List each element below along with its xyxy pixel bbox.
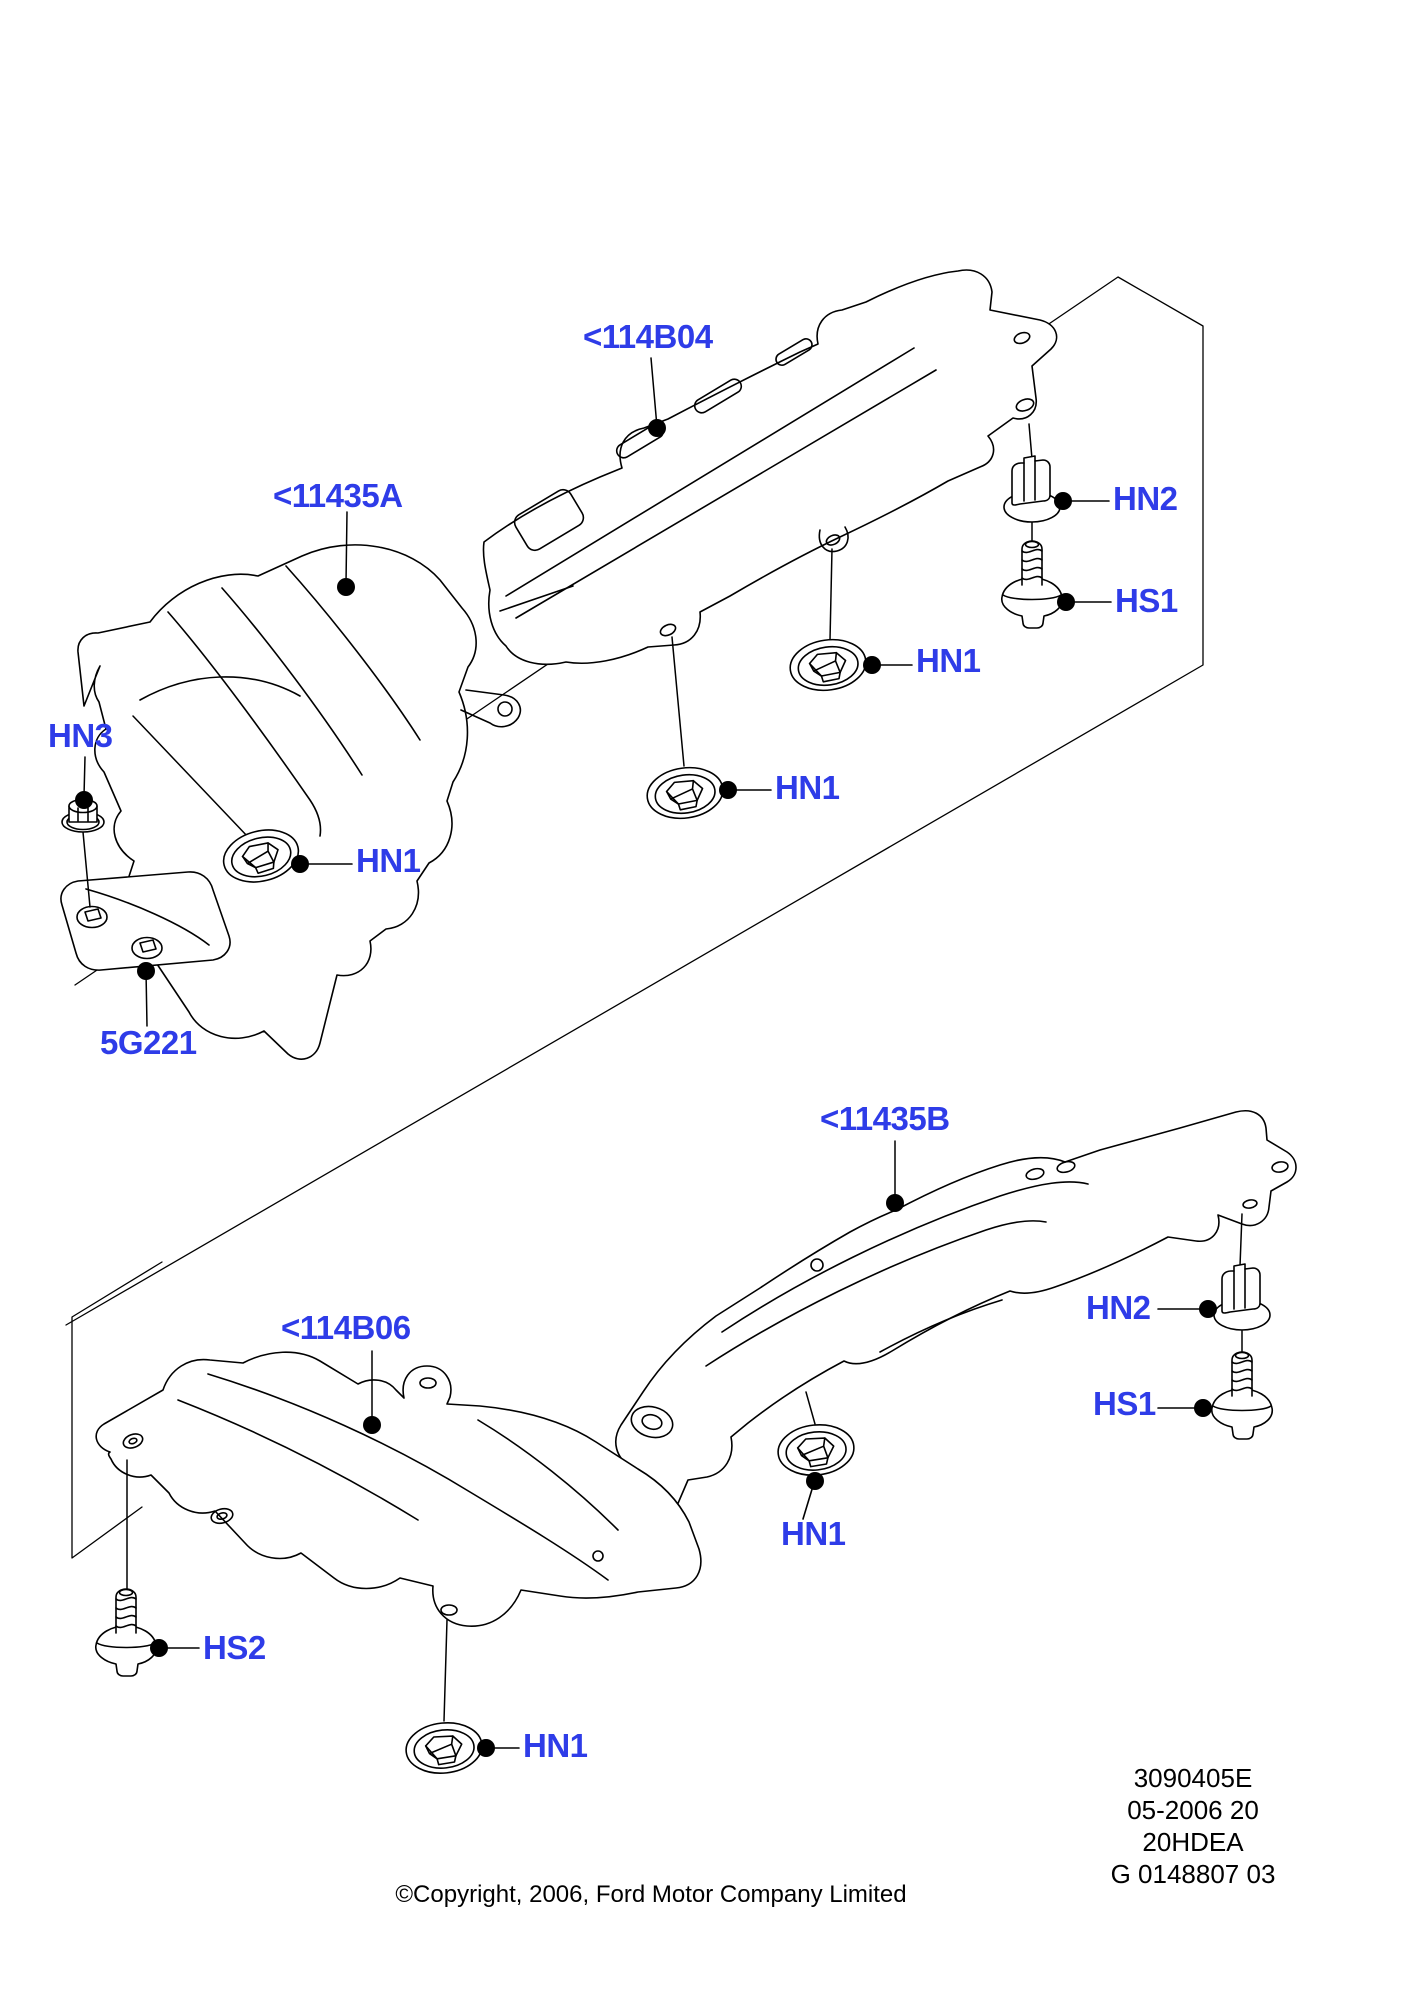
copyright-notice: ©Copyright, 2006, Ford Motor Company Lim… bbox=[395, 1881, 907, 1908]
hn1-washer-nut-5 bbox=[402, 1718, 486, 1778]
drawing-date: 05-2006 20 bbox=[1127, 1795, 1259, 1825]
drawing-number: 3090405E bbox=[1133, 1763, 1253, 1793]
callout-leaders bbox=[75, 419, 1217, 1757]
hs2-stud bbox=[94, 1588, 158, 1677]
shield-11435a-drawing bbox=[77, 544, 522, 1060]
hn2-clip-2 bbox=[1213, 1263, 1271, 1331]
callout-hn1-bottom-right[interactable]: HN1 bbox=[781, 1515, 846, 1552]
hs1-stud-2 bbox=[1210, 1351, 1274, 1440]
callout-hn3[interactable]: HN3 bbox=[48, 717, 113, 754]
callout-hn2-bottom[interactable]: HN2 bbox=[1086, 1289, 1151, 1326]
callout-hn1-top-mid[interactable]: HN1 bbox=[775, 769, 840, 806]
callout-hn1-top-right[interactable]: HN1 bbox=[916, 642, 981, 679]
hn2-clip-1 bbox=[1003, 455, 1061, 523]
hn1-washer-nut-2 bbox=[643, 762, 727, 824]
callout-hs1-bottom[interactable]: HS1 bbox=[1093, 1385, 1156, 1422]
graphic-ref: G 0148807 03 bbox=[1110, 1859, 1276, 1889]
callout-114b06[interactable]: <114B06 bbox=[281, 1309, 411, 1346]
hn1-washer-nut-1 bbox=[786, 634, 870, 696]
callout-hn2-top[interactable]: HN2 bbox=[1113, 480, 1178, 517]
shield-114b04-drawing bbox=[482, 269, 1058, 666]
callout-114b04[interactable]: <114B04 bbox=[583, 318, 713, 355]
bracket-5g221-drawing bbox=[60, 871, 231, 971]
callout-hn1-bottom-left[interactable]: HN1 bbox=[523, 1727, 588, 1764]
callout-hs1-top[interactable]: HS1 bbox=[1115, 582, 1178, 619]
callout-11435b[interactable]: <11435B bbox=[820, 1100, 950, 1137]
engine-code: 20HDEA bbox=[1142, 1827, 1244, 1857]
drawing-info-block: 3090405E 05-2006 20 20HDEA G 0148807 03 bbox=[1020, 1762, 1366, 1890]
shield-114b06-drawing bbox=[95, 1351, 702, 1627]
shield-11435b-drawing bbox=[587, 1110, 1297, 1562]
callout-hn1-top-left[interactable]: HN1 bbox=[356, 842, 421, 879]
hn1-washer-nut-4 bbox=[774, 1420, 858, 1480]
callout-hs2[interactable]: HS2 bbox=[203, 1629, 266, 1666]
frame-outline-lower bbox=[71, 1261, 163, 1559]
hs1-stud-1 bbox=[1000, 540, 1064, 629]
callout-5g221[interactable]: 5G221 bbox=[100, 1024, 197, 1061]
alignment-line bbox=[499, 585, 574, 612]
callout-11435a[interactable]: <11435A bbox=[273, 477, 403, 514]
